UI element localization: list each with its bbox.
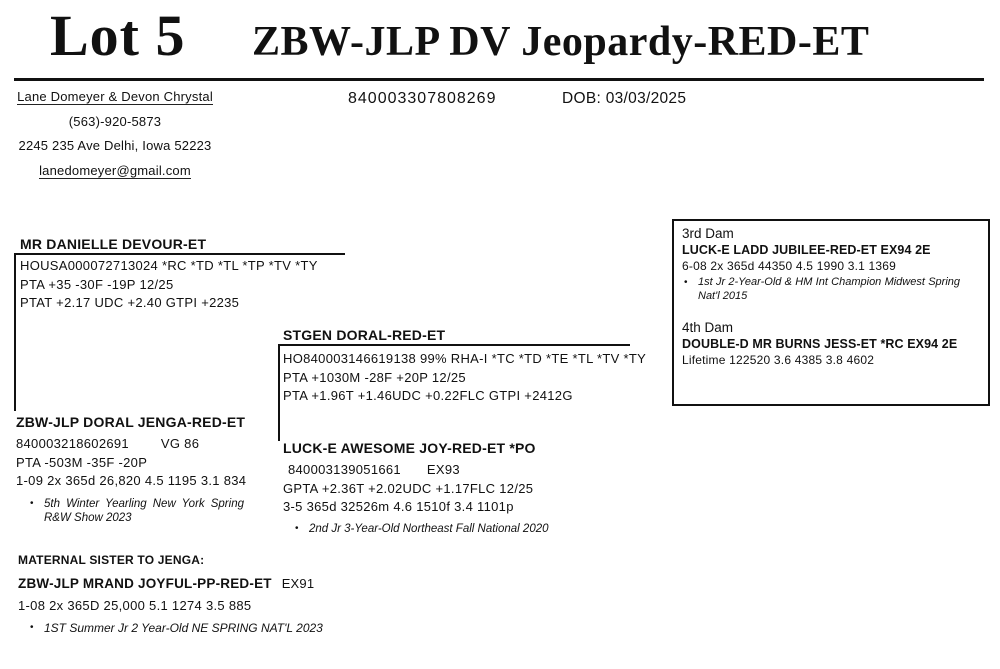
animal-name-title: ZBW-JLP DV Jeopardy-RED-ET — [252, 19, 870, 65]
second-dam-registration: 840003139051661 — [288, 462, 401, 477]
sire-ptat-line: PTAT +2.17 UDC +2.40 GTPI +2235 — [20, 295, 240, 310]
second-dam-registration-row: 840003139051661 EX93 — [283, 461, 549, 480]
second-dam-show-note: 2nd Jr 3-Year-Old Northeast Fall Nationa… — [295, 522, 549, 536]
maternal-sister-block: MATERNAL SISTER TO JENGA: ZBW-JLP MRAND … — [18, 553, 323, 635]
dam-score: VG 86 — [160, 436, 200, 451]
dam-sire-bracket-underline — [278, 344, 630, 346]
sire-bracket-underline — [14, 253, 345, 255]
birth-date: DOB: 03/03/2025 — [562, 90, 687, 107]
fourth-dam-score: *RC EX94 2E — [880, 337, 958, 351]
sire-name: MR DANIELLE DEVOUR-ET — [20, 236, 207, 252]
sire-details: HOUSA000072713024 *RC *TD *TL *TP *TV *T… — [20, 257, 318, 313]
sire-bracket-vertical — [14, 253, 16, 411]
third-dam-show-note-text: 1st Jr 2-Year-Old & HM Int Champion Midw… — [698, 276, 960, 302]
maternal-sister-name: ZBW-JLP MRAND JOYFUL-PP-RED-ET — [18, 576, 272, 591]
bullet-icon — [30, 621, 44, 635]
header-divider — [14, 78, 984, 81]
consignor-email: lanedomeyer@gmail.com — [39, 162, 191, 179]
dam-sire-registration: HO840003146619138 99% RHA-I *TC *TD *TE … — [283, 351, 647, 366]
dam-sire-pta-line: PTA +1030M -28F +20P 12/25 — [283, 369, 466, 385]
maternal-sister-record: 1-08 2x 365D 25,000 5.1 1274 3.5 885 — [18, 598, 252, 613]
second-dam-details: 840003139051661 EX93 GPTA +2.36T +2.02UD… — [283, 461, 549, 536]
dam-registration: 840003218602691 — [16, 436, 129, 451]
consignor-email-row: lanedomeyer@gmail.com — [8, 159, 222, 184]
consignor-block: Lane Domeyer & Devon Chrystal (563)-920-… — [8, 85, 222, 183]
fourth-dam-name: DOUBLE-D MR BURNS JESS-ET — [682, 337, 877, 351]
maternal-sister-name-row: ZBW-JLP MRAND JOYFUL-PP-RED-ET EX91 — [18, 576, 323, 591]
third-dam-label: 3rd Dam — [682, 226, 734, 241]
third-dam-score: EX94 2E — [880, 243, 931, 257]
dam-details: 840003218602691 VG 86 PTA -503M -35F -20… — [16, 435, 246, 526]
dam-registration-row: 840003218602691 VG 86 — [16, 435, 246, 454]
sire-block: MR DANIELLE DEVOUR-ET HOUSA000072713024 … — [20, 234, 318, 313]
third-dam-name-row: LUCK-E LADD JUBILEE-RED-ET EX94 2E — [682, 243, 978, 259]
third-dam-name: LUCK-E LADD JUBILEE-RED-ET — [682, 243, 877, 257]
dam-sire-ptat-line: PTA +1.96T +1.46UDC +0.22FLC GTPI +2412G — [283, 388, 573, 403]
maternal-sister-show-note: 1ST Summer Jr 2 Year-Old NE SPRING NAT'L… — [30, 621, 323, 635]
third-dam-record: 6-08 2x 365d 44350 4.5 1990 3.1 1369 — [682, 258, 897, 273]
fourth-dam-label: 4th Dam — [682, 320, 734, 335]
bullet-icon — [295, 522, 309, 536]
dam-show-note: 5th Winter Yearling New York Spring R&W … — [30, 497, 246, 526]
dam-sire-details: HO840003146619138 99% RHA-I *TC *TD *TE … — [283, 350, 646, 406]
second-dam-score: EX93 — [426, 462, 460, 477]
dam-name: ZBW-JLP DORAL JENGA-RED-ET — [16, 414, 246, 430]
dam-show-note-text: 5th Winter Yearling New York Spring R&W … — [44, 497, 244, 525]
maternal-sister-score: EX91 — [281, 576, 315, 591]
consignor-phone: (563)-920-5873 — [68, 113, 162, 129]
maternal-sister-show-note-text: 1ST Summer Jr 2 Year-Old NE SPRING NAT'L… — [44, 621, 323, 635]
dam-sire-bracket-vertical — [278, 344, 280, 441]
maternal-sister-heading: MATERNAL SISTER TO JENGA: — [18, 553, 205, 567]
second-dam-gpta-line: GPTA +2.36T +2.02UDC +1.17FLC 12/25 — [283, 480, 534, 496]
registration-number: 840003307808269 — [348, 90, 497, 107]
consignor-name: Lane Domeyer & Devon Chrystal — [17, 89, 213, 105]
dam-pta-line: PTA -503M -35F -20P — [16, 454, 148, 470]
dam-sire-block: STGEN DORAL-RED-ET HO840003146619138 99%… — [283, 325, 646, 406]
third-dam-show-note: 1st Jr 2-Year-Old & HM Int Champion Midw… — [684, 276, 978, 303]
dam-block: ZBW-JLP DORAL JENGA-RED-ET 8400032186026… — [16, 412, 246, 526]
second-dam-show-note-text: 2nd Jr 3-Year-Old Northeast Fall Nationa… — [309, 522, 549, 535]
box-spacer — [682, 303, 978, 319]
fourth-dam-record: Lifetime 122520 3.6 4385 3.8 4602 — [682, 352, 875, 367]
bullet-icon — [684, 276, 698, 303]
second-dam-block: LUCK-E AWESOME JOY-RED-ET *PO 8400031390… — [283, 438, 549, 536]
dam-sire-name: STGEN DORAL-RED-ET — [283, 327, 446, 343]
consignor-address: 2245 235 Ave Delhi, Iowa 52223 — [18, 138, 212, 153]
sire-pta-line: PTA +35 -30F -19P 12/25 — [20, 276, 174, 292]
second-dam-name: LUCK-E AWESOME JOY-RED-ET *PO — [283, 440, 536, 456]
sire-registration: HOUSA000072713024 *RC *TD *TL *TP *TV *T… — [20, 258, 318, 273]
extended-dams-box: 3rd Dam LUCK-E LADD JUBILEE-RED-ET EX94 … — [672, 219, 990, 406]
lot-number: Lot 5 — [50, 3, 186, 68]
dam-record-line: 1-09 2x 365d 26,820 4.5 1195 3.1 834 — [16, 473, 247, 488]
bullet-icon — [30, 497, 44, 526]
second-dam-record-line: 3-5 365d 32526m 4.6 1510f 3.4 1101p — [283, 499, 514, 514]
fourth-dam-name-row: DOUBLE-D MR BURNS JESS-ET *RC EX94 2E — [682, 337, 978, 353]
consignor-name-row: Lane Domeyer & Devon Chrystal — [8, 85, 222, 110]
